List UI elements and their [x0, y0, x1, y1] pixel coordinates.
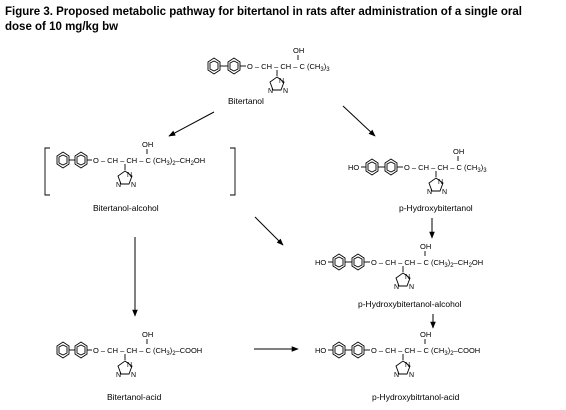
chain-text: O – CH – CH – C (CH	[371, 346, 444, 355]
compound-bitertanol-acid: O – CH – CH – C (CH3)2–COOH OH N N N Bit…	[56, 330, 202, 402]
svg-text:N: N	[283, 88, 288, 95]
biphenyl-icon	[365, 158, 403, 176]
compound-bitertanol: O – CH – CH – C (CH3)3 OH N N N Bitertan…	[207, 46, 330, 106]
svg-text:O – CH – CH – C (CH3)3: O – CH – CH – C (CH3)3	[247, 62, 330, 73]
svg-text:N: N	[127, 172, 132, 179]
triazole-icon: N N N	[394, 360, 414, 379]
biphenyl-icon	[207, 57, 246, 75]
arrow-bitertanol-to-p-hydroxy	[342, 105, 376, 137]
hydroxyl-label: OH	[142, 140, 153, 149]
svg-text:N: N	[405, 274, 410, 281]
hydroxy-label: HO	[315, 346, 326, 355]
svg-text:N: N	[116, 182, 121, 189]
chain-text: O – CH – CH – C (CH	[404, 163, 477, 172]
biphenyl-icon	[332, 341, 370, 359]
compound-bitertanol-alcohol: O – CH – CH – C (CH3)2–CH2OH OH N N N Bi…	[44, 140, 236, 213]
triazole-icon: N N N	[394, 272, 414, 291]
compound-name: Bitertanol-alcohol	[93, 203, 159, 213]
compound-p-hydroxybitertanol-alcohol: HO O – CH – CH – C (CH3)2–CH2OH OH N N N…	[315, 242, 483, 309]
hydroxy-label: HO	[348, 163, 359, 172]
chain-subscript: 3	[320, 67, 324, 73]
svg-text:N: N	[131, 182, 136, 189]
hydroxyl-label: OH	[453, 147, 464, 156]
chain-tail-subscript: 3	[326, 67, 330, 73]
arrow-bitertanol-to-alcohol	[168, 111, 215, 137]
triazole-icon: N N N	[116, 360, 136, 379]
svg-text:N: N	[405, 362, 410, 369]
triazole-icon: N N N	[427, 177, 447, 196]
triazole-icon: N N N	[116, 170, 136, 189]
compound-name: p-Hydroxybitertanol	[399, 203, 473, 213]
arrow-alcohol-to-p-hydroxy-alcohol	[254, 216, 284, 246]
compound-p-hydroxybitertanol-acid: HO O – CH – CH – C (CH3)2–COOH OH N N N …	[315, 330, 480, 402]
svg-text:N: N	[394, 372, 399, 379]
figure-title-line-1: Figure 3. Proposed metabolic pathway for…	[5, 6, 522, 18]
svg-text:N: N	[116, 372, 121, 379]
hydroxyl-label: OH	[420, 242, 431, 251]
svg-text:N: N	[131, 372, 136, 379]
right-bracket	[230, 147, 236, 196]
compound-name: p-Hydroxybitrtanol-acid	[372, 392, 460, 402]
chain-text: O – CH – CH – C (CH	[93, 346, 166, 355]
svg-text:N: N	[394, 284, 399, 291]
hydroxyl-label: OH	[420, 330, 431, 339]
biphenyl-icon	[332, 253, 370, 271]
chain-text: O – CH – CH – C (CH	[371, 258, 444, 267]
svg-text:N: N	[127, 362, 132, 369]
compound-name: p-Hydroxybitertanol-alcohol	[358, 299, 462, 309]
svg-text:N: N	[438, 179, 443, 186]
compound-name: Bitertanol	[228, 96, 264, 106]
svg-text:N: N	[279, 78, 284, 85]
svg-text:N: N	[442, 189, 447, 196]
biphenyl-icon	[56, 151, 92, 169]
svg-text:O – CH – CH – C (CH3)2–COOH: O – CH – CH – C (CH3)2–COOH	[371, 346, 480, 357]
figure-title: Figure 3. Proposed metabolic pathway for…	[5, 5, 561, 35]
compound-p-hydroxybitertanol: HO O – CH – CH – C (CH3)3 OH N N N p-Hyd…	[348, 147, 487, 213]
hydroxyl-label: OH	[293, 46, 304, 55]
svg-text:O – CH – CH – C (CH3)2–CH2OH: O – CH – CH – C (CH3)2–CH2OH	[371, 258, 483, 269]
chain-text: O – CH – CH – C (CH	[93, 156, 166, 165]
svg-text:O – CH – CH – C (CH3)3: O – CH – CH – C (CH3)3	[404, 163, 487, 174]
left-bracket	[44, 147, 50, 196]
chain-tail: )	[324, 62, 327, 71]
svg-text:N: N	[268, 88, 273, 95]
figure-title-line-2: dose of 10 mg/kg bw	[5, 21, 119, 33]
compound-name: Bitertanol-acid	[107, 392, 162, 402]
hydroxyl-label: OH	[142, 330, 153, 339]
hydroxy-label: HO	[315, 258, 326, 267]
svg-text:O – CH – CH – C (CH3)2–COOH: O – CH – CH – C (CH3)2–COOH	[93, 346, 202, 357]
svg-text:O – CH – CH – C (CH3)2–CH2OH: O – CH – CH – C (CH3)2–CH2OH	[93, 156, 205, 167]
svg-text:N: N	[427, 189, 432, 196]
biphenyl-icon	[56, 341, 92, 359]
svg-text:N: N	[409, 372, 414, 379]
chain-text: O – CH – CH – C (CH	[247, 62, 320, 71]
svg-text:N: N	[409, 284, 414, 291]
triazole-icon: N N N	[268, 76, 288, 95]
